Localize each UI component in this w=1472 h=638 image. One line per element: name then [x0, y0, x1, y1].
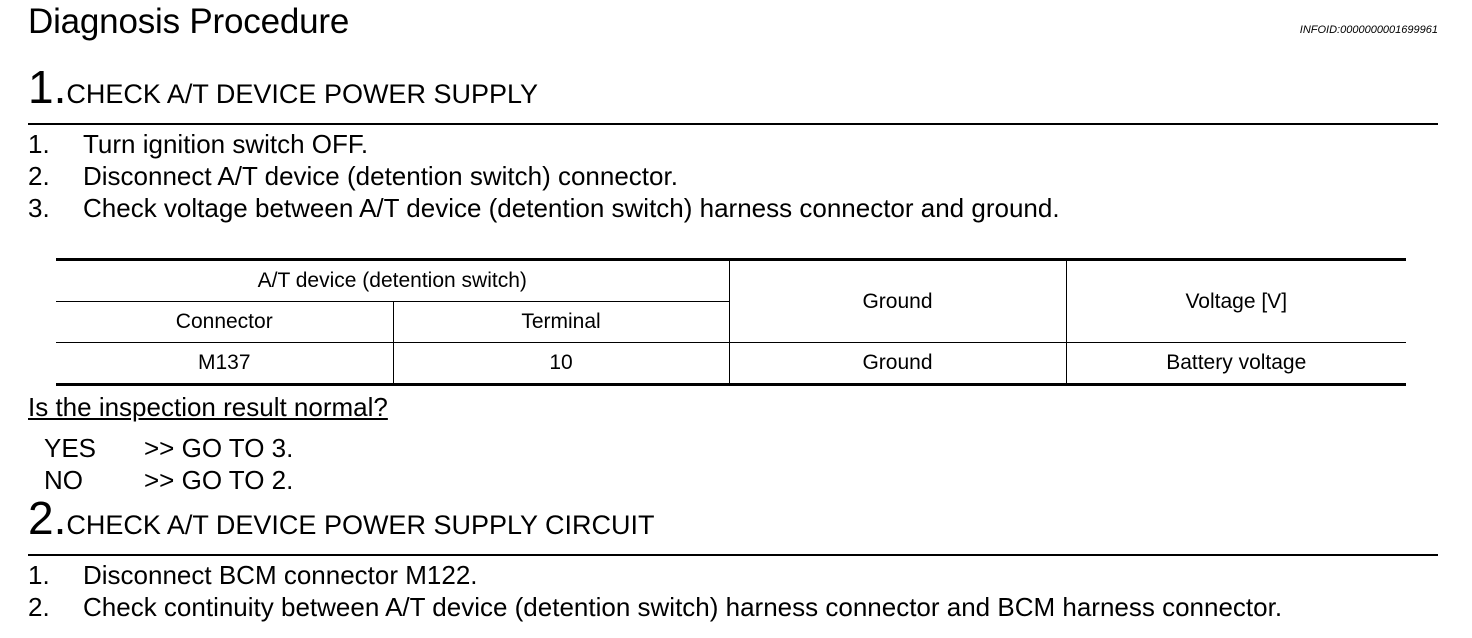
table-header-voltage: Voltage [V] — [1065, 258, 1406, 343]
step-2-divider — [28, 554, 1438, 556]
voltage-spec-table: A/T device (detention switch) Ground Vol… — [56, 258, 1406, 386]
answer-list: YES>> GO TO 3. NO>> GO TO 2. — [44, 432, 293, 496]
list-item: 1.Turn ignition switch OFF. — [28, 129, 369, 159]
cell-ground: Ground — [728, 342, 1067, 386]
cell-voltage: Battery voltage — [1065, 342, 1406, 386]
step-2-number: 2. — [28, 492, 67, 544]
table-header-terminal: Terminal — [392, 301, 729, 343]
table-subheader-row: Connector Terminal — [56, 301, 1406, 343]
step-2-list: 1.Disconnect BCM connector M122. 2.Check… — [28, 559, 1282, 623]
list-item: 3.Check voltage between A/T device (dete… — [28, 193, 1060, 223]
table-group-header: A/T device (detention switch) — [56, 258, 730, 302]
cell-terminal: 10 — [392, 342, 730, 386]
answer-no: NO>> GO TO 2. — [44, 465, 294, 495]
step-1-title: CHECK A/T DEVICE POWER SUPPLY — [66, 79, 538, 109]
list-item: 1.Disconnect BCM connector M122. — [28, 560, 478, 590]
table-header-row: A/T device (detention switch) Ground Vol… — [56, 258, 1406, 343]
cell-connector: M137 — [56, 342, 394, 386]
table-header-ground: Ground — [728, 258, 1067, 343]
step-1-list: 1.Turn ignition switch OFF. 2.Disconnect… — [28, 128, 1060, 224]
page-title: Diagnosis Procedure — [28, 2, 350, 41]
step-2-title: CHECK A/T DEVICE POWER SUPPLY CIRCUIT — [66, 510, 655, 540]
step-2-heading: 2.CHECK A/T DEVICE POWER SUPPLY CIRCUIT — [28, 491, 655, 545]
answer-yes: YES>> GO TO 3. — [44, 433, 294, 463]
list-item: 2.Check continuity between A/T device (d… — [28, 592, 1283, 622]
step-1-heading: 1.CHECK A/T DEVICE POWER SUPPLY — [28, 60, 538, 114]
table-row: M137 10 Ground Battery voltage — [56, 342, 1406, 386]
step-1-number: 1. — [28, 61, 67, 113]
list-item: 2.Disconnect A/T device (detention switc… — [28, 161, 678, 191]
inspection-question: Is the inspection result normal? — [28, 392, 388, 422]
table-header-connector: Connector — [56, 301, 394, 343]
info-id: INFOID:0000000001699961 — [1299, 24, 1438, 36]
step-1-divider — [28, 123, 1438, 125]
